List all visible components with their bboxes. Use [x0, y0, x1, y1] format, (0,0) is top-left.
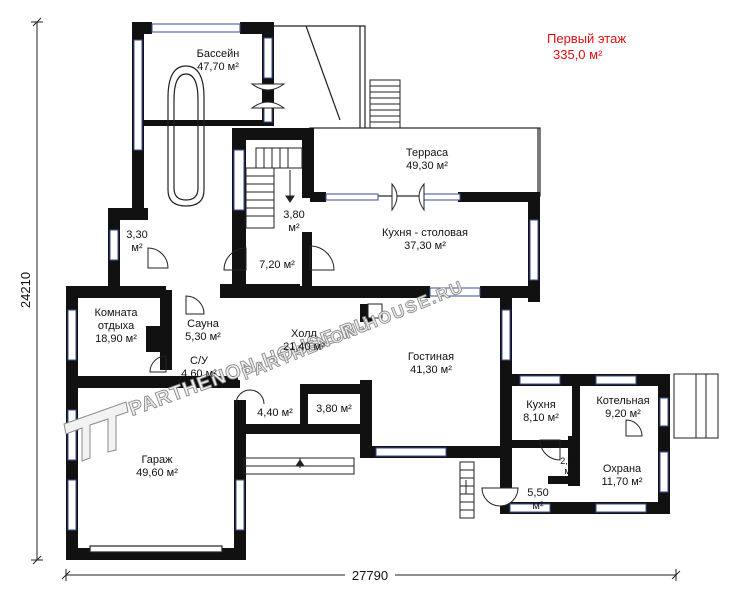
- room-wc2-area: 2,60: [560, 456, 578, 466]
- room-hall-area: 21,40 м²: [283, 341, 325, 353]
- room-garage-name: Гараж: [141, 454, 173, 466]
- main-stair: [245, 147, 303, 229]
- room-porch-unit: м²: [532, 500, 544, 512]
- room-living: Гостиная 41,30 м²: [408, 351, 454, 376]
- room-pool-area: 47,70 м²: [197, 61, 239, 73]
- side-stair: [243, 373, 719, 519]
- room-porch-area: 5,50: [527, 487, 548, 499]
- room-pool-name: Бассейн: [197, 48, 240, 60]
- room-lounge: Комната отдыха 18,90 м²: [94, 307, 138, 345]
- room-kitchen: Кухня 8,10 м²: [523, 399, 559, 424]
- room-small-wc: 3,30 м²: [126, 229, 147, 254]
- room-guard: Охрана 11,70 м²: [602, 463, 643, 488]
- room-terrace-name: Терраса: [406, 147, 449, 159]
- width-dimension: 27790: [61, 568, 681, 583]
- room-boiler-name: Котельная: [596, 395, 649, 407]
- room-terrace: Терраса 49,30 м²: [406, 147, 449, 172]
- room-storage-area: 3,80 м²: [316, 403, 352, 415]
- room-pool: Бассейн 47,70 м²: [197, 48, 240, 73]
- height-dimension-label: 24210: [18, 272, 33, 308]
- doors: [147, 83, 643, 507]
- terrace-steps: [369, 79, 401, 129]
- room-hall: Холл 21,40 м²: [283, 328, 325, 353]
- room-sauna: Сауна 5,30 м²: [185, 318, 221, 343]
- room-guard-name: Охрана: [603, 463, 642, 475]
- room-bath-name: С/У: [190, 355, 209, 367]
- room-hall-name: Холл: [291, 328, 317, 340]
- watermark-logo: [63, 401, 129, 462]
- pool-basin: [167, 65, 205, 207]
- room-lounge-area: 18,90 м²: [95, 333, 137, 345]
- room-lobby-area: 4,40 м²: [257, 407, 293, 419]
- room-garage-area: 49,60 м²: [136, 467, 178, 479]
- room-boiler-area: 9,20 м²: [605, 408, 641, 420]
- floor-area: 335,0 м²: [553, 47, 603, 62]
- room-garage: Гараж 49,60 м²: [136, 454, 178, 479]
- room-wc2: 2,60 м²: [560, 456, 578, 476]
- garage-gate: [89, 545, 223, 553]
- room-wc2-unit: м²: [564, 466, 573, 476]
- height-dimension: 24210: [18, 17, 43, 565]
- room-lounge-name-line2: отдыха: [98, 320, 135, 332]
- room-kitchen-area: 8,10 м²: [523, 412, 559, 424]
- room-stair-area: 3,80: [283, 209, 304, 221]
- room-porch: 5,50 м²: [527, 487, 548, 512]
- windows: [67, 23, 669, 531]
- room-vestibule-area: 7,20 м²: [259, 259, 295, 271]
- room-sauna-name: Сауна: [187, 318, 220, 330]
- room-kitchen-dining-name: Кухня - столовая: [382, 227, 468, 239]
- room-lounge-name-line1: Комната: [94, 307, 138, 319]
- fireplace: [146, 326, 160, 352]
- room-stair: 3,80 м²: [283, 209, 304, 234]
- room-storage: 3,80 м²: [316, 403, 352, 415]
- room-small-wc-area: 3,30: [126, 229, 147, 241]
- room-vestibule: 7,20 м²: [259, 259, 295, 271]
- room-bath-area: 4,60 м²: [181, 368, 217, 380]
- hall-fireplace: [367, 303, 383, 319]
- room-terrace-area: 49,30 м²: [406, 160, 448, 172]
- room-lobby: 4,40 м²: [257, 407, 293, 419]
- room-guard-area: 11,70 м²: [602, 476, 643, 488]
- room-small-wc-unit: м²: [131, 242, 143, 254]
- floor-title: Первый этаж: [547, 31, 626, 46]
- width-dimension-label: 27790: [352, 568, 388, 583]
- room-bath: С/У 4,60 м²: [181, 355, 217, 380]
- room-living-name: Гостиная: [408, 351, 454, 363]
- room-kitchen-name: Кухня: [526, 399, 555, 411]
- room-kitchen-dining: Кухня - столовая 37,30 м²: [382, 227, 468, 252]
- walls: [66, 22, 670, 560]
- room-stair-unit: м²: [288, 222, 300, 234]
- room-kitchen-dining-area: 37,30 м²: [404, 240, 446, 252]
- room-sauna-area: 5,30 м²: [185, 331, 221, 343]
- room-boiler: Котельная 9,20 м²: [596, 395, 649, 420]
- room-living-area: 41,30 м²: [410, 364, 452, 376]
